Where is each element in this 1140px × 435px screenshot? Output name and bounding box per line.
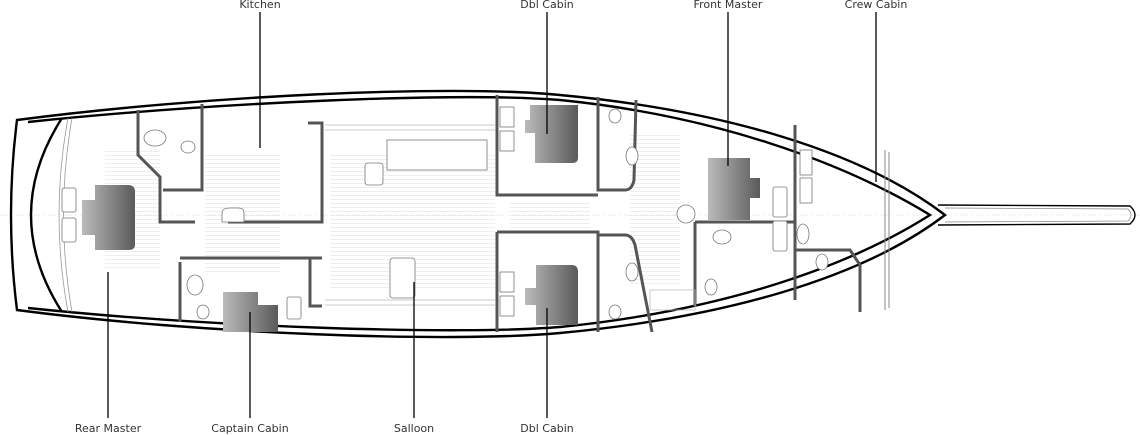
hull-outline: [9, 89, 947, 339]
label-captain-cabin: Captain Cabin: [211, 422, 288, 435]
label-salloon: Salloon: [394, 422, 434, 435]
label-dbl-cabin-bottom: Dbl Cabin: [520, 422, 573, 435]
bed-dbl-cabin-top: [525, 105, 578, 163]
deck-flooring: [105, 135, 680, 290]
leader-lines: [107, 12, 877, 418]
fixtures: [61, 106, 829, 320]
label-rear-master: Rear Master: [75, 422, 142, 435]
label-front-master: Front Master: [694, 0, 763, 11]
bulkheads: [136, 95, 890, 333]
label-kitchen: Kitchen: [239, 0, 280, 11]
bed-front-master: [708, 158, 760, 220]
label-crew-cabin: Crew Cabin: [845, 0, 908, 11]
bed-dbl-cabin-bottom: [525, 265, 578, 325]
bowsprit: [937, 204, 1136, 226]
label-dbl-cabin-top: Dbl Cabin: [520, 0, 573, 11]
bed-rear-master: [82, 185, 135, 250]
